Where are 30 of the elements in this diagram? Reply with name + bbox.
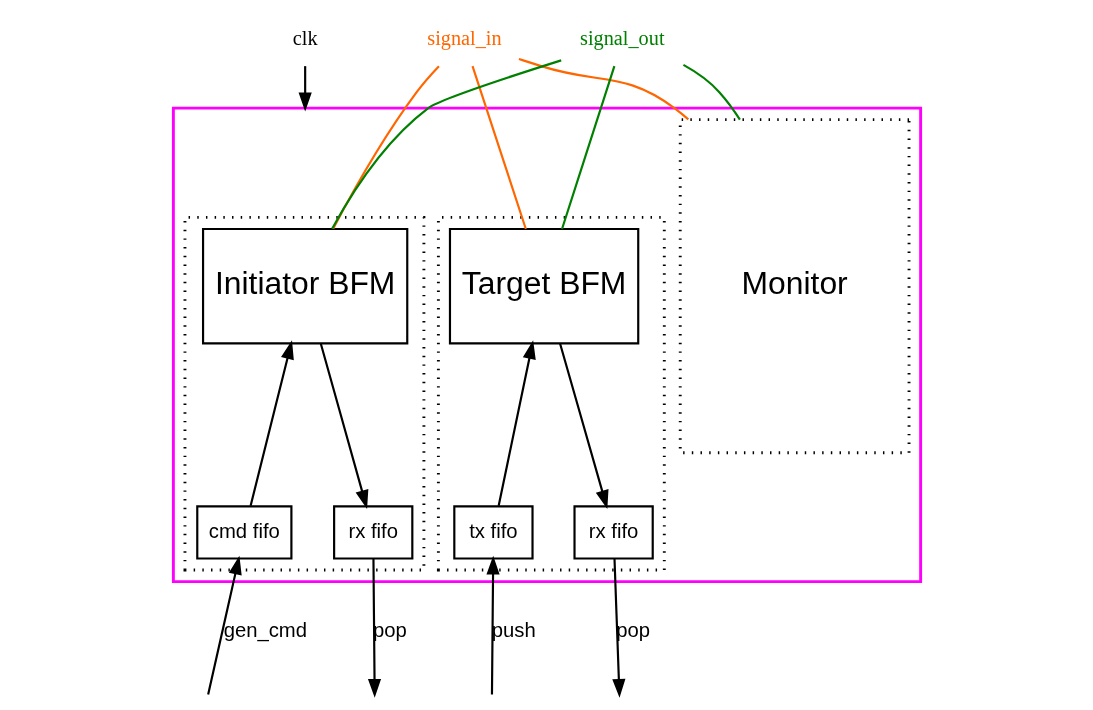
cluster [436, 216, 666, 572]
edge-label: pop [615, 618, 650, 641]
connector [560, 65, 615, 230]
node-box: rx fifo [572, 505, 654, 560]
node-text: clk [292, 27, 318, 50]
node-box: Monitor [678, 118, 910, 455]
arrow [485, 555, 500, 695]
connector [331, 65, 440, 230]
node-box: Target BFM [448, 227, 639, 345]
node-box: Initiator BFM [201, 227, 408, 345]
arrow [611, 558, 625, 698]
node-box: cmd fifo [195, 505, 292, 560]
connector [330, 59, 561, 230]
connector [471, 65, 527, 230]
arrow [367, 558, 381, 698]
arrow [206, 555, 242, 695]
cluster [171, 106, 922, 584]
node-text: signal_in [426, 27, 502, 50]
arrow [497, 340, 536, 507]
cluster [183, 216, 425, 572]
arrow [249, 340, 294, 507]
node-box: tx fifo [452, 505, 534, 560]
arrow [558, 343, 608, 509]
node-box: rx fifo [332, 505, 413, 560]
connector [518, 57, 689, 121]
connector [682, 63, 741, 121]
arrow [298, 66, 312, 112]
arrow [319, 343, 368, 509]
node-text: signal_out [579, 27, 665, 50]
edge-label: gen_cmd [223, 618, 307, 641]
